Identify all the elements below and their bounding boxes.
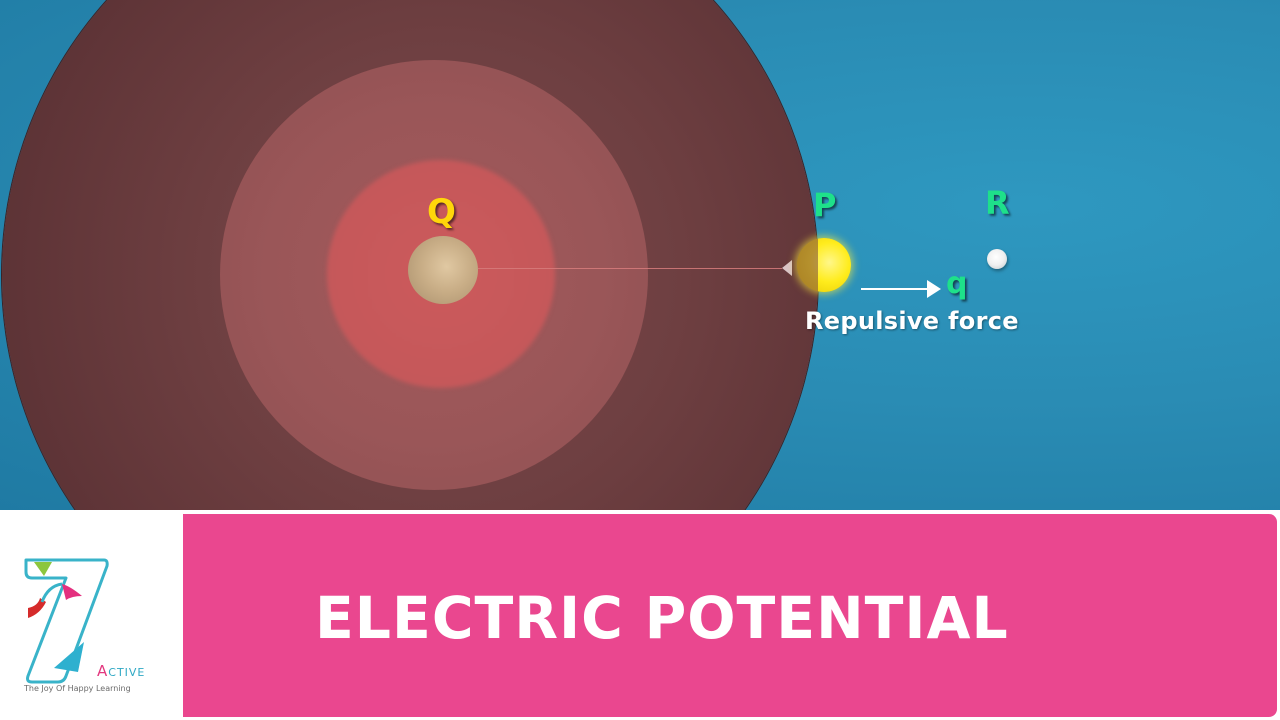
source-charge-label: Q (427, 192, 456, 232)
point-r-label: R (985, 184, 1010, 222)
point-p-label: P (813, 186, 837, 224)
page-title: ELECTRIC POTENTIAL (315, 584, 1009, 652)
force-arrow-line (861, 288, 931, 290)
arrow-left-icon (782, 260, 792, 276)
point-r-charge (987, 249, 1007, 269)
source-charge-sphere (408, 236, 478, 304)
seven-logo-icon (24, 558, 109, 684)
sphere-overlap-shade (797, 238, 818, 292)
title-banner: ELECTRIC POTENTIAL (183, 514, 1277, 717)
physics-animation-scene: Q P R q Repulsive force (0, 0, 1280, 512)
test-charge-label: q (946, 266, 968, 301)
brand-tagline: The Joy Of Happy Learning (24, 684, 131, 693)
brand-logo: ACTIVE The Joy Of Happy Learning (0, 510, 182, 720)
force-description: Repulsive force (805, 307, 1019, 335)
field-line (478, 268, 782, 269)
title-footer: ACTIVE The Joy Of Happy Learning ELECTRI… (0, 510, 1280, 720)
arrow-right-icon (927, 280, 941, 298)
point-p-charge (797, 238, 851, 292)
brand-name: ACTIVE (97, 662, 146, 680)
